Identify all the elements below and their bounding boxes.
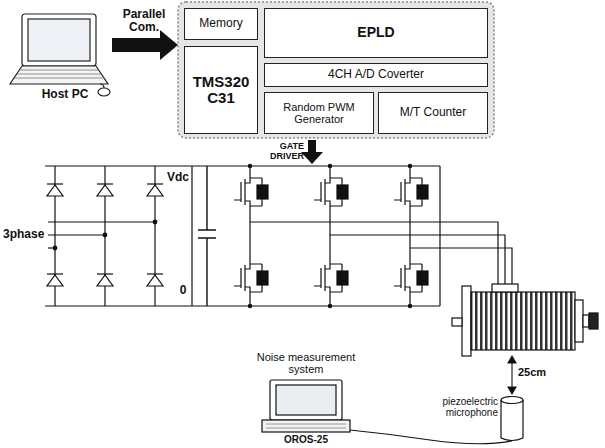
freewheel-diode bbox=[417, 185, 428, 199]
text-label: Noise measurement system bbox=[246, 351, 366, 376]
mosfet-symbol bbox=[394, 235, 410, 306]
motor bbox=[452, 284, 598, 356]
parallel-arrow bbox=[112, 30, 178, 60]
junction-dot bbox=[248, 164, 251, 167]
diode-symbol bbox=[147, 185, 163, 196]
diode-bar bbox=[97, 273, 113, 274]
diode-lead bbox=[421, 264, 422, 292]
freewheel-diode bbox=[337, 185, 348, 199]
diode-lead bbox=[341, 264, 342, 292]
text-label: 25cm bbox=[518, 366, 558, 378]
diode-bar bbox=[47, 273, 63, 274]
text-label: GATE DRIVER bbox=[262, 141, 304, 161]
diode-symbol bbox=[97, 185, 113, 196]
block-box: 4CH A/D Coverter bbox=[264, 63, 488, 87]
block-label: TMS320 C31 bbox=[187, 74, 255, 107]
diode-bar bbox=[47, 183, 63, 184]
diode-symbol bbox=[47, 185, 63, 196]
block-label: M/T Counter bbox=[400, 106, 466, 119]
diode-symbol bbox=[47, 275, 63, 286]
diode-bridge bbox=[47, 166, 163, 306]
block-box: Random PWM Generator bbox=[264, 92, 374, 134]
junction-dot bbox=[408, 164, 411, 167]
diode-lead bbox=[341, 178, 342, 206]
diode-symbol bbox=[147, 275, 163, 286]
block-box: Memory bbox=[184, 8, 258, 40]
gate-arrow bbox=[301, 140, 323, 164]
text-label: Vdc bbox=[164, 171, 192, 184]
junction-dot bbox=[248, 304, 251, 307]
mosfet-symbol bbox=[234, 166, 250, 235]
distance-arrow bbox=[508, 356, 516, 394]
mosfet-symbol bbox=[314, 235, 330, 306]
block-label: 4CH A/D Coverter bbox=[328, 68, 424, 81]
mosfet-symbol bbox=[314, 166, 330, 235]
diode-symbol bbox=[97, 275, 113, 286]
measurement-computer bbox=[262, 380, 350, 432]
diode-lead bbox=[261, 264, 262, 292]
diode-bar bbox=[97, 183, 113, 184]
block-label: Memory bbox=[199, 17, 242, 30]
freewheel-diode bbox=[257, 271, 268, 285]
mic-cable bbox=[350, 430, 512, 444]
text-label: OROS-25 bbox=[266, 434, 346, 445]
text-label: piezoelectric microphone bbox=[424, 396, 498, 418]
text-label: Parallel Com. bbox=[106, 8, 182, 35]
block-label: EPLD bbox=[357, 25, 394, 40]
dc-bus bbox=[45, 166, 440, 306]
mosfet-symbol bbox=[394, 166, 410, 235]
diode-lead bbox=[261, 178, 262, 206]
block-box: M/T Counter bbox=[378, 92, 488, 134]
block-box: EPLD bbox=[264, 8, 488, 58]
junction-dot bbox=[328, 304, 331, 307]
freewheel-diode bbox=[337, 271, 348, 285]
diode-bar bbox=[147, 183, 163, 184]
diode-lead bbox=[421, 178, 422, 206]
dc-capacitor bbox=[198, 166, 216, 306]
block-box: TMS320 C31 bbox=[184, 46, 258, 134]
block-label: Random PWM Generator bbox=[267, 101, 371, 125]
freewheel-diode bbox=[417, 271, 428, 285]
junction-dot bbox=[408, 304, 411, 307]
junction-dot bbox=[328, 164, 331, 167]
dsp-board-panel bbox=[178, 2, 494, 138]
text-label: 0 bbox=[176, 284, 190, 297]
mosfet-symbol bbox=[234, 235, 250, 306]
freewheel-diode bbox=[257, 185, 268, 199]
inverter-bridge bbox=[234, 164, 428, 307]
motor-wires bbox=[250, 222, 512, 286]
text-label: Host PC bbox=[30, 88, 100, 101]
diode-bar bbox=[147, 273, 163, 274]
ac-input bbox=[48, 220, 157, 250]
text-label: 3phase bbox=[3, 228, 47, 241]
laptop-icon bbox=[10, 14, 110, 96]
microphone bbox=[501, 397, 523, 441]
